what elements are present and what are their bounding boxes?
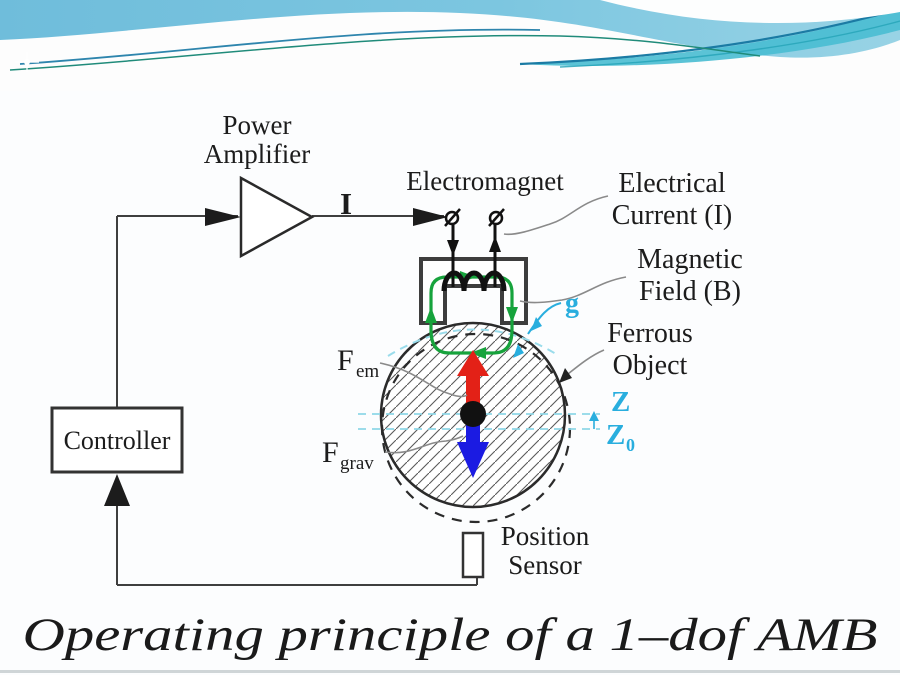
arrowhead-into-controller [104,474,130,506]
leader-lines [379,195,627,454]
gap-arrowhead-2 [513,344,524,358]
electrical-current-label-line2: Current (I) [612,200,733,231]
slide-caption: Operating principle of a 1–dof AMB [23,609,878,661]
z0-base: Z [606,419,625,451]
header-teal-ribbon [520,8,900,66]
z0-label: Z 0 [606,419,635,455]
leader-ferrous-object [567,349,605,375]
header-thin-line-blue [19,28,541,65]
displacement-arrowhead [589,411,599,421]
header-wave-decoration [0,0,900,92]
position-sensor-label-line2: Sensor [508,550,582,580]
force-em-subscript: em [356,361,379,382]
magnetic-field-label-line2: Field (B) [639,276,741,307]
current-symbol-label: I [340,186,352,221]
force-grav-subscript: grav [340,453,374,474]
electrical-current-label-line1: Electrical [618,168,725,199]
position-reference-lines [358,411,600,430]
header-ribbon-edge-line [519,7,900,66]
ferrous-object-label-line2: Object [613,350,688,381]
ball-nominal-dashed-outline [380,332,572,524]
ferrous-object-label-line1: Ferrous [607,318,693,349]
magnetic-field-label-line1: Magnetic [637,244,743,275]
flux-loop-path [429,275,514,355]
gap-arrowhead-1 [531,317,542,331]
leader-electrical-current [503,195,609,236]
gap-leader [513,302,562,358]
header-sparkle [15,52,39,72]
force-grav-label: F grav [322,436,374,474]
position-sensor-box [461,531,485,579]
power-amplifier-triangle [239,175,315,259]
force-em-arrow [457,350,489,408]
header-white-wave [0,11,900,92]
header-thin-line-teal [9,34,761,71]
leader-force-em [379,362,468,398]
terminal-right-slash [488,208,505,227]
ball-center-dot [460,401,486,427]
magnetic-flux-loop [425,271,518,359]
force-grav-base: F [322,436,339,469]
power-amplifier-label-line1: Power [223,110,292,140]
leader-force-grav [384,435,464,454]
leader-magnetic-field [519,276,627,304]
ferrous-object-arrowhead [559,368,572,383]
header-ribbon-accent-line [559,20,900,68]
current-arrow-down [447,240,459,256]
arrowhead-into-amplifier [205,208,241,226]
flux-arrow-left [425,307,437,323]
controller-box [50,406,184,474]
power-amplifier-label-line2: Amplifier [204,139,310,169]
gap-reference-arc [387,328,557,357]
terminal-left-slash [444,208,461,227]
header-top-swoosh [600,0,900,24]
force-grav-arrow [457,420,489,478]
current-arrow-up [489,236,501,252]
flux-arrow-right [506,307,518,323]
controller-label: Controller [64,426,171,455]
electromagnet-label: Electromagnet [406,166,564,196]
slide-bottom-edge [0,670,900,673]
z0-subscript: 0 [626,435,635,455]
gap-symbol-label: g [565,288,579,319]
force-em-base: F [337,344,354,377]
flux-arrow-bottom [470,347,486,359]
force-em-label: F em [337,344,379,382]
position-sensor-label-line1: Position [501,521,590,551]
coil-terminals [444,208,505,227]
z-label: Z [611,386,630,418]
arrowhead-into-electromagnet [413,208,448,226]
